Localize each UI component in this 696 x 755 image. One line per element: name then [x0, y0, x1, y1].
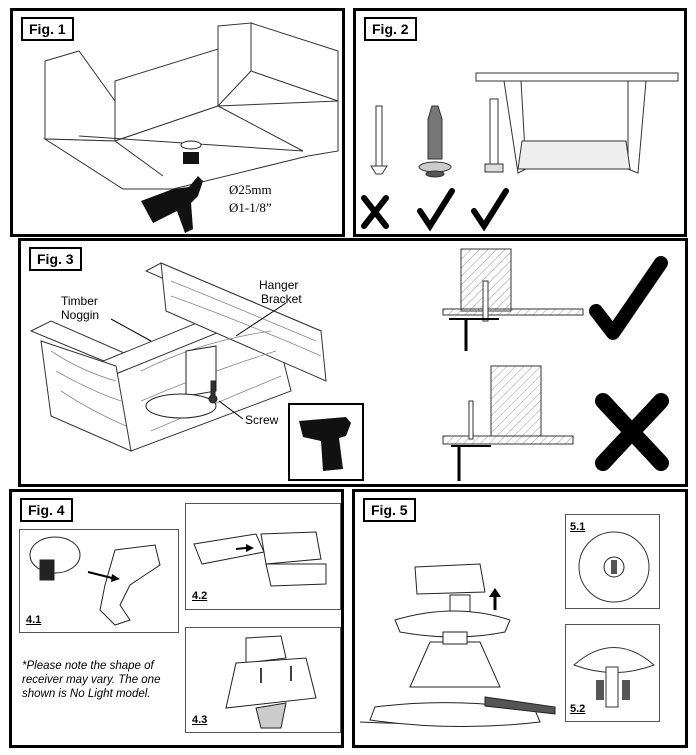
fig5-2-box: 5.2	[565, 624, 660, 722]
drill-icon	[141, 176, 203, 233]
fig4-panel: Fig. 4 4.1 4.2	[9, 489, 344, 748]
fig5-1-label: 5.1	[570, 521, 586, 533]
fig4-1-box: 4.1	[19, 529, 179, 633]
fig4-1-label: 4.1	[26, 614, 42, 626]
hex-bolt-icon	[484, 98, 504, 173]
timber-label-2: Noggin	[61, 308, 99, 322]
hanger-bracket-icon	[475, 72, 679, 174]
canopy-side-drawing	[573, 647, 655, 708]
fig2-drawing	[361, 72, 679, 232]
fig1-drawing: Ø25mm Ø1-1/8”	[43, 22, 339, 233]
cross-mark-icon	[595, 393, 669, 471]
receiver-insert-drawing	[193, 531, 327, 587]
check-mark-icon	[589, 256, 668, 340]
fig3-label: Fig. 3	[29, 247, 82, 271]
fig1-label: Fig. 1	[21, 17, 74, 41]
drill-icon	[299, 417, 351, 471]
fig5-label: Fig. 5	[363, 498, 416, 522]
joist-wrong	[490, 365, 542, 437]
hanger-label-2: Bracket	[261, 292, 302, 306]
fig4-3-box: 4.3	[185, 627, 341, 733]
fig4-label: Fig. 4	[20, 498, 73, 522]
hole-saw-icon	[183, 152, 199, 164]
fig2-panel: Fig. 2	[353, 8, 687, 237]
receiver-note: *Please note the shape of receiver may v…	[22, 660, 161, 700]
up-arrow-icon	[489, 588, 501, 597]
fig5-2-label: 5.2	[570, 703, 586, 715]
long-screw-icon	[370, 105, 388, 175]
screw-label: Screw	[245, 413, 279, 427]
fig2-label: Fig. 2	[364, 17, 417, 41]
fig3-drawing: Timber Noggin Hanger Bracket Screw	[29, 248, 669, 481]
timber-label-1: Timber	[61, 294, 98, 308]
check-mark-icon-2	[471, 188, 509, 232]
fig1-panel: Fig. 1 Ø25mm Ø1-1/8”	[10, 8, 345, 237]
fig4-2-label: 4.2	[192, 590, 208, 602]
cross-mark-icon	[361, 195, 389, 229]
fan-canopy-drawing	[359, 563, 556, 728]
fig1-dim-mm: Ø25mm	[229, 182, 272, 197]
bolt-washer-icon	[418, 105, 452, 178]
fig3-panel: Fig. 3 Timber N	[18, 238, 688, 487]
fig4-2-box: 4.2	[185, 503, 341, 610]
canopy-connect-drawing	[225, 635, 317, 729]
fig5-1-box: 5.1	[565, 514, 660, 609]
canopy-top-drawing	[578, 531, 650, 603]
hanger-label-1: Hanger	[259, 278, 298, 292]
fig1-dim-in: Ø1-1/8”	[229, 200, 272, 215]
fig5-panel: Fig. 5 5.1 5.2	[352, 489, 688, 748]
fig4-3-label: 4.3	[192, 714, 208, 726]
receiver-wiring-drawing	[29, 536, 161, 626]
check-mark-icon-1	[417, 188, 455, 232]
